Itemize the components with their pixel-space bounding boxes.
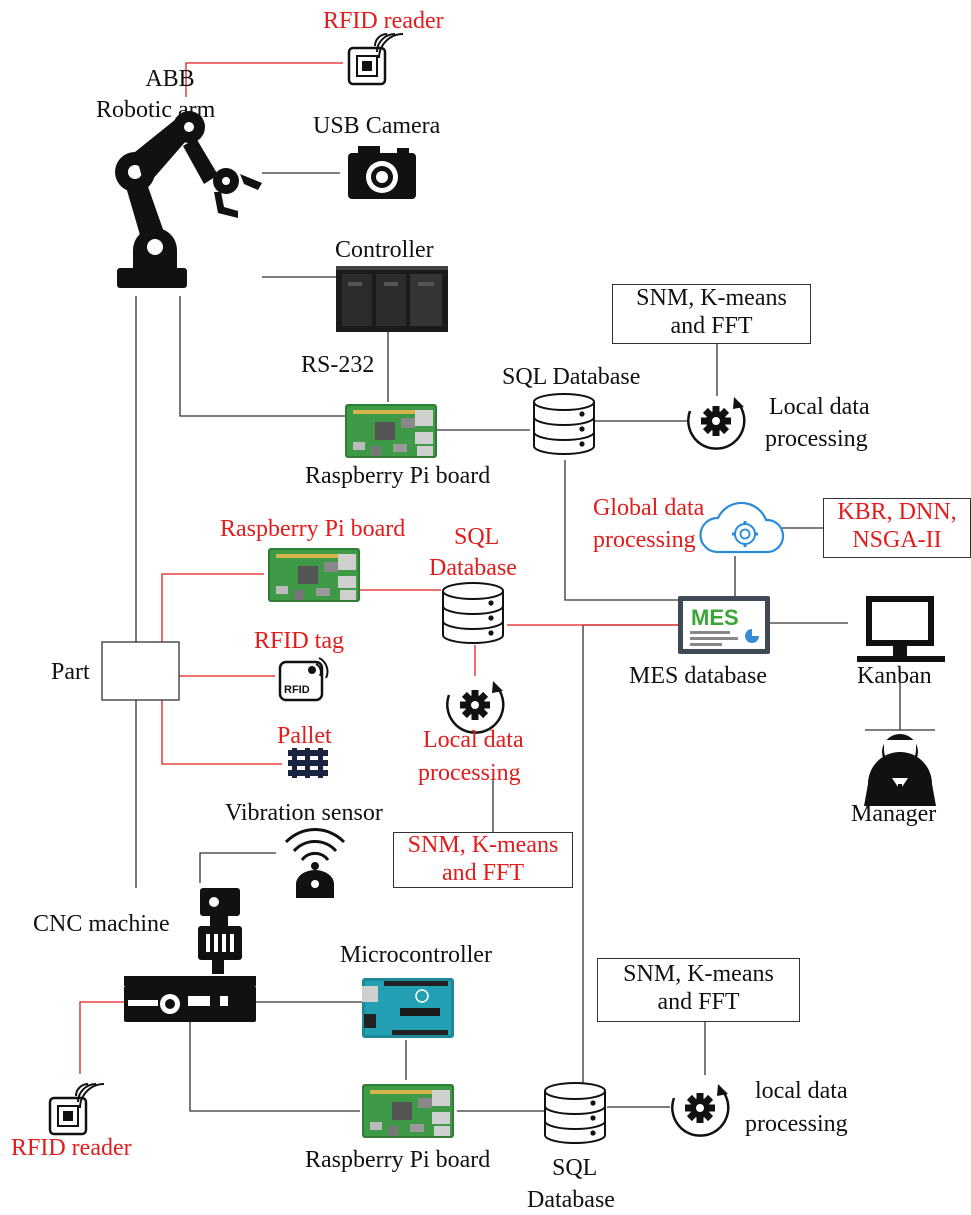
local-data-processing-top-line1: Local data xyxy=(769,394,870,420)
database-icon xyxy=(533,393,595,455)
raspberry-pi-board-icon xyxy=(268,548,360,602)
kbr-line1: KBR, DNN, xyxy=(837,499,957,525)
snm-kmeans-fft-box-top: SNM, K-means and FFT xyxy=(612,284,811,344)
manager-person-icon xyxy=(864,729,936,806)
snm-kmeans-fft-box-mid: SNM, K-means and FFT xyxy=(393,832,573,888)
snm-top-line2: and FFT xyxy=(670,313,753,339)
sql-database-top-label: SQL Database xyxy=(502,364,641,390)
vibration-sensor-icon xyxy=(284,828,346,898)
snm-kmeans-fft-box-bottom: SNM, K-means and FFT xyxy=(597,958,800,1022)
controller-label: Controller xyxy=(335,237,434,263)
raspberry-pi-bottom-label: Raspberry Pi board xyxy=(305,1147,491,1173)
sql-database-bottom-line1: SQL xyxy=(552,1155,598,1181)
camera-icon xyxy=(348,146,416,199)
database-icon xyxy=(544,1082,606,1144)
local-data-processing-mid-line2: processing xyxy=(418,760,521,786)
gear-process-icon xyxy=(687,395,746,450)
kbr-line2: NSGA-II xyxy=(852,527,942,553)
global-data-processing-line1: Global data xyxy=(593,495,705,521)
sql-database-mid-line2: Database xyxy=(429,555,517,581)
arduino-board-icon xyxy=(362,978,454,1038)
rs232-label: RS-232 xyxy=(301,352,375,378)
mes-logo-text: MES xyxy=(691,605,739,630)
cnc-machine-icon xyxy=(124,888,256,1022)
local-data-processing-top-line2: processing xyxy=(765,426,868,452)
local-data-processing-bottom-line1: local data xyxy=(755,1078,848,1104)
snm-bot-line2: and FFT xyxy=(657,989,740,1015)
red-connector-lines xyxy=(79,62,680,1074)
rfid-reader-icon xyxy=(347,32,405,86)
mes-screen-icon: MES xyxy=(678,596,770,654)
raspberry-pi-top-label: Raspberry Pi board xyxy=(305,463,491,489)
cnc-machine-label: CNC machine xyxy=(33,911,170,937)
raspberry-pi-mid-label: Raspberry Pi board xyxy=(220,516,406,542)
snm-bot-line1: SNM, K-means xyxy=(623,961,774,987)
black-connector-lines xyxy=(135,172,901,1112)
robotic-arm-label-line2: Robotic arm xyxy=(96,97,216,123)
rfid-tag-label: RFID tag xyxy=(254,628,344,654)
local-data-processing-mid-line1: Local data xyxy=(423,727,524,753)
pallet-icon xyxy=(288,748,328,778)
manager-label: Manager xyxy=(851,801,937,827)
raspberry-pi-board-icon xyxy=(345,404,437,458)
rfid-tag-icon: RFID xyxy=(278,657,329,702)
controller-plc-icon xyxy=(336,266,448,332)
rfid-tag-text: RFID xyxy=(284,684,310,696)
local-data-processing-bottom-line2: processing xyxy=(745,1111,848,1137)
robotic-arm-label-line1: ABB xyxy=(145,66,195,92)
usb-camera-label: USB Camera xyxy=(313,113,441,139)
microcontroller-label: Microcontroller xyxy=(340,942,492,968)
gear-process-icon xyxy=(671,1082,730,1137)
part-label: Part xyxy=(51,659,90,685)
monitor-icon xyxy=(857,596,945,662)
vibration-sensor-label: Vibration sensor xyxy=(225,800,383,826)
kanban-label: Kanban xyxy=(857,663,932,689)
sql-database-mid-line1: SQL xyxy=(454,524,500,550)
snm-mid-line2: and FFT xyxy=(441,860,524,886)
part-box xyxy=(101,641,180,701)
snm-mid-line1: SNM, K-means xyxy=(407,832,559,858)
raspberry-pi-board-icon xyxy=(362,1084,454,1138)
database-icon xyxy=(442,582,504,644)
mes-database-label: MES database xyxy=(629,663,767,689)
robotic-arm-icon xyxy=(115,111,262,288)
rfid-reader-bottom-label: RFID reader xyxy=(11,1135,132,1161)
kbr-dnn-nsga-box: KBR, DNN, NSGA-II xyxy=(823,498,971,558)
cloud-gear-icon xyxy=(699,501,785,554)
rfid-reader-icon xyxy=(48,1082,106,1136)
rfid-reader-top-label: RFID reader xyxy=(323,8,444,34)
snm-top-line1: SNM, K-means xyxy=(636,285,787,311)
pallet-label: Pallet xyxy=(277,723,332,749)
global-data-processing-line2: processing xyxy=(593,527,696,553)
sql-database-bottom-line2: Database xyxy=(527,1187,615,1213)
